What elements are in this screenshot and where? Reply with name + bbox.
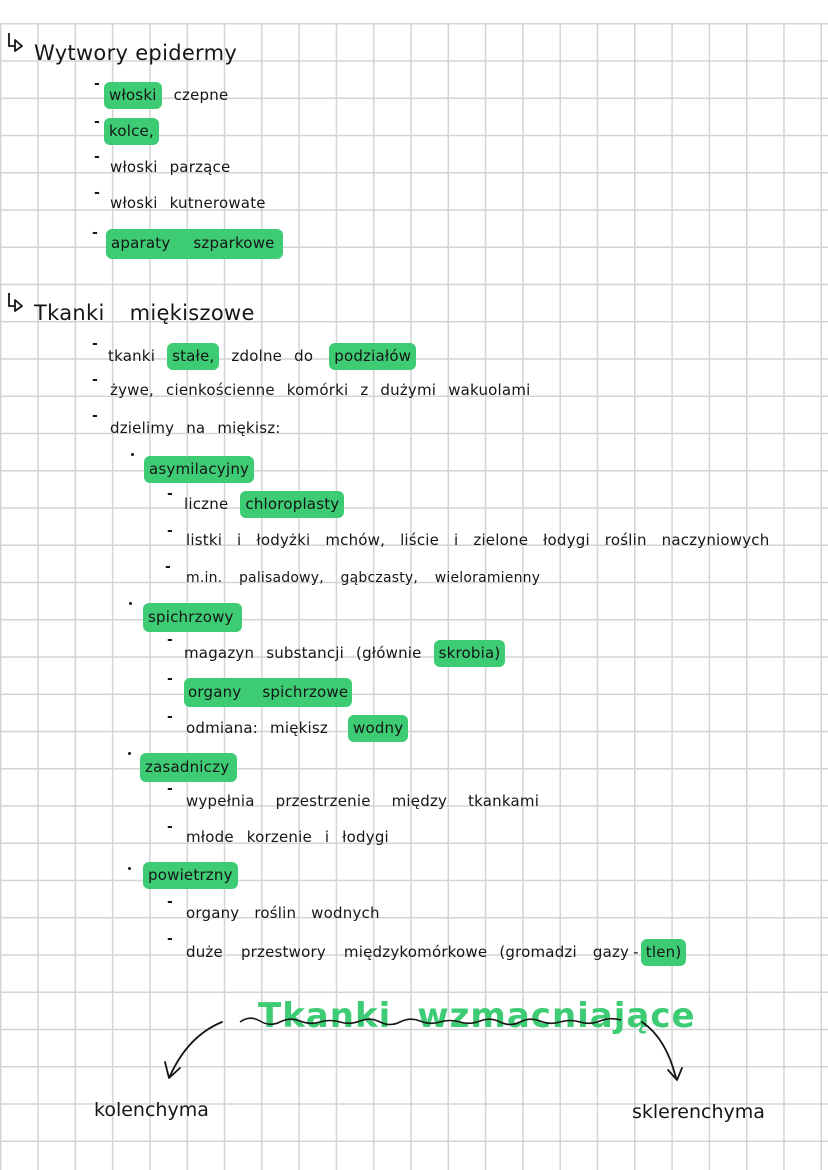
arrow-to-kolenchyma-icon bbox=[164, 1021, 223, 1079]
section-title-tkanki-miekiszowe: Tkanki miękiszowe bbox=[34, 301, 255, 325]
subtype-label: asymilacyjny bbox=[144, 456, 266, 483]
dash-bullet: - bbox=[92, 225, 98, 241]
highlighted-term: powietrzny bbox=[143, 862, 238, 889]
highlighted-term: spichrzowy bbox=[143, 603, 242, 632]
wavy-strikethrough-line bbox=[239, 1017, 622, 1026]
arrow-to-sklerenchyma-icon bbox=[641, 1021, 683, 1081]
dash-bullet: - bbox=[167, 632, 173, 648]
list-item: młode korzenie i łodygi bbox=[186, 828, 389, 846]
dash-bullet: - bbox=[92, 336, 98, 352]
highlighted-term: aparaty szparkowe bbox=[106, 229, 283, 259]
dash-bullet: - bbox=[94, 114, 100, 130]
dot-bullet bbox=[131, 453, 134, 456]
dash-bullet: - bbox=[167, 709, 173, 725]
highlighted-term: skrobia) bbox=[433, 640, 506, 667]
list-item: listki i łodyżki mchów, liście i zielone… bbox=[186, 531, 770, 549]
dash-bullet: - bbox=[167, 671, 173, 687]
dot-bullet bbox=[129, 602, 132, 605]
dash-bullet: - bbox=[94, 76, 100, 92]
dash-bullet: - bbox=[94, 185, 100, 201]
hook-arrow-icon bbox=[8, 293, 23, 312]
highlighted-term: zasadniczy bbox=[140, 753, 238, 782]
list-item: kolce, bbox=[104, 118, 171, 145]
highlighted-term: kolce, bbox=[104, 118, 159, 145]
subtype-label: spichrzowy bbox=[143, 603, 254, 632]
list-item: organy spichrzowe bbox=[184, 678, 364, 707]
highlighted-term: asymilacyjny bbox=[144, 456, 255, 483]
list-item: wypełnia przestrzenie między tkankami bbox=[186, 792, 540, 810]
dash-bullet: - bbox=[167, 523, 173, 539]
list-item: m.in. palisadowy, gąbczasty, wieloramien… bbox=[186, 570, 541, 586]
dash-bullet: - bbox=[92, 372, 98, 388]
highlighted-term: włoski bbox=[104, 82, 162, 109]
dot-bullet bbox=[128, 752, 131, 755]
highlighted-term: tlen) bbox=[640, 939, 687, 966]
highlighted-term: wodny bbox=[347, 715, 409, 742]
dash-bullet: - bbox=[94, 149, 100, 165]
dash-bullet: - bbox=[165, 559, 171, 575]
dash-bullet: - bbox=[167, 781, 173, 797]
dash-bullet: - bbox=[92, 408, 98, 424]
dash-bullet: - bbox=[167, 486, 173, 502]
list-item: organy roślin wodnych bbox=[186, 904, 380, 922]
branch-label-sklerenchyma: sklerenchyma bbox=[632, 1101, 765, 1123]
highlighted-term: stałe, bbox=[167, 343, 220, 370]
list-item: aparaty szparkowe bbox=[106, 229, 295, 259]
grid-paper-background bbox=[0, 23, 828, 1170]
dot-bullet bbox=[128, 867, 131, 870]
dash-bullet: - bbox=[167, 931, 173, 947]
highlighted-term: chloroplasty bbox=[240, 491, 345, 518]
highlighted-term: podziałów bbox=[329, 343, 417, 370]
section-title-wytwory-epidermy: Wytwory epidermy bbox=[34, 41, 238, 65]
highlighted-term: organy spichrzowe bbox=[184, 678, 353, 707]
hook-arrow-icon bbox=[8, 33, 23, 52]
subtype-label: powietrzny bbox=[143, 862, 250, 889]
subtype-label: zasadniczy bbox=[140, 753, 249, 782]
branch-label-kolenchyma: kolenchyma bbox=[94, 1099, 209, 1121]
dash-bullet: - bbox=[167, 894, 173, 910]
dash-bullet: - bbox=[167, 819, 173, 835]
